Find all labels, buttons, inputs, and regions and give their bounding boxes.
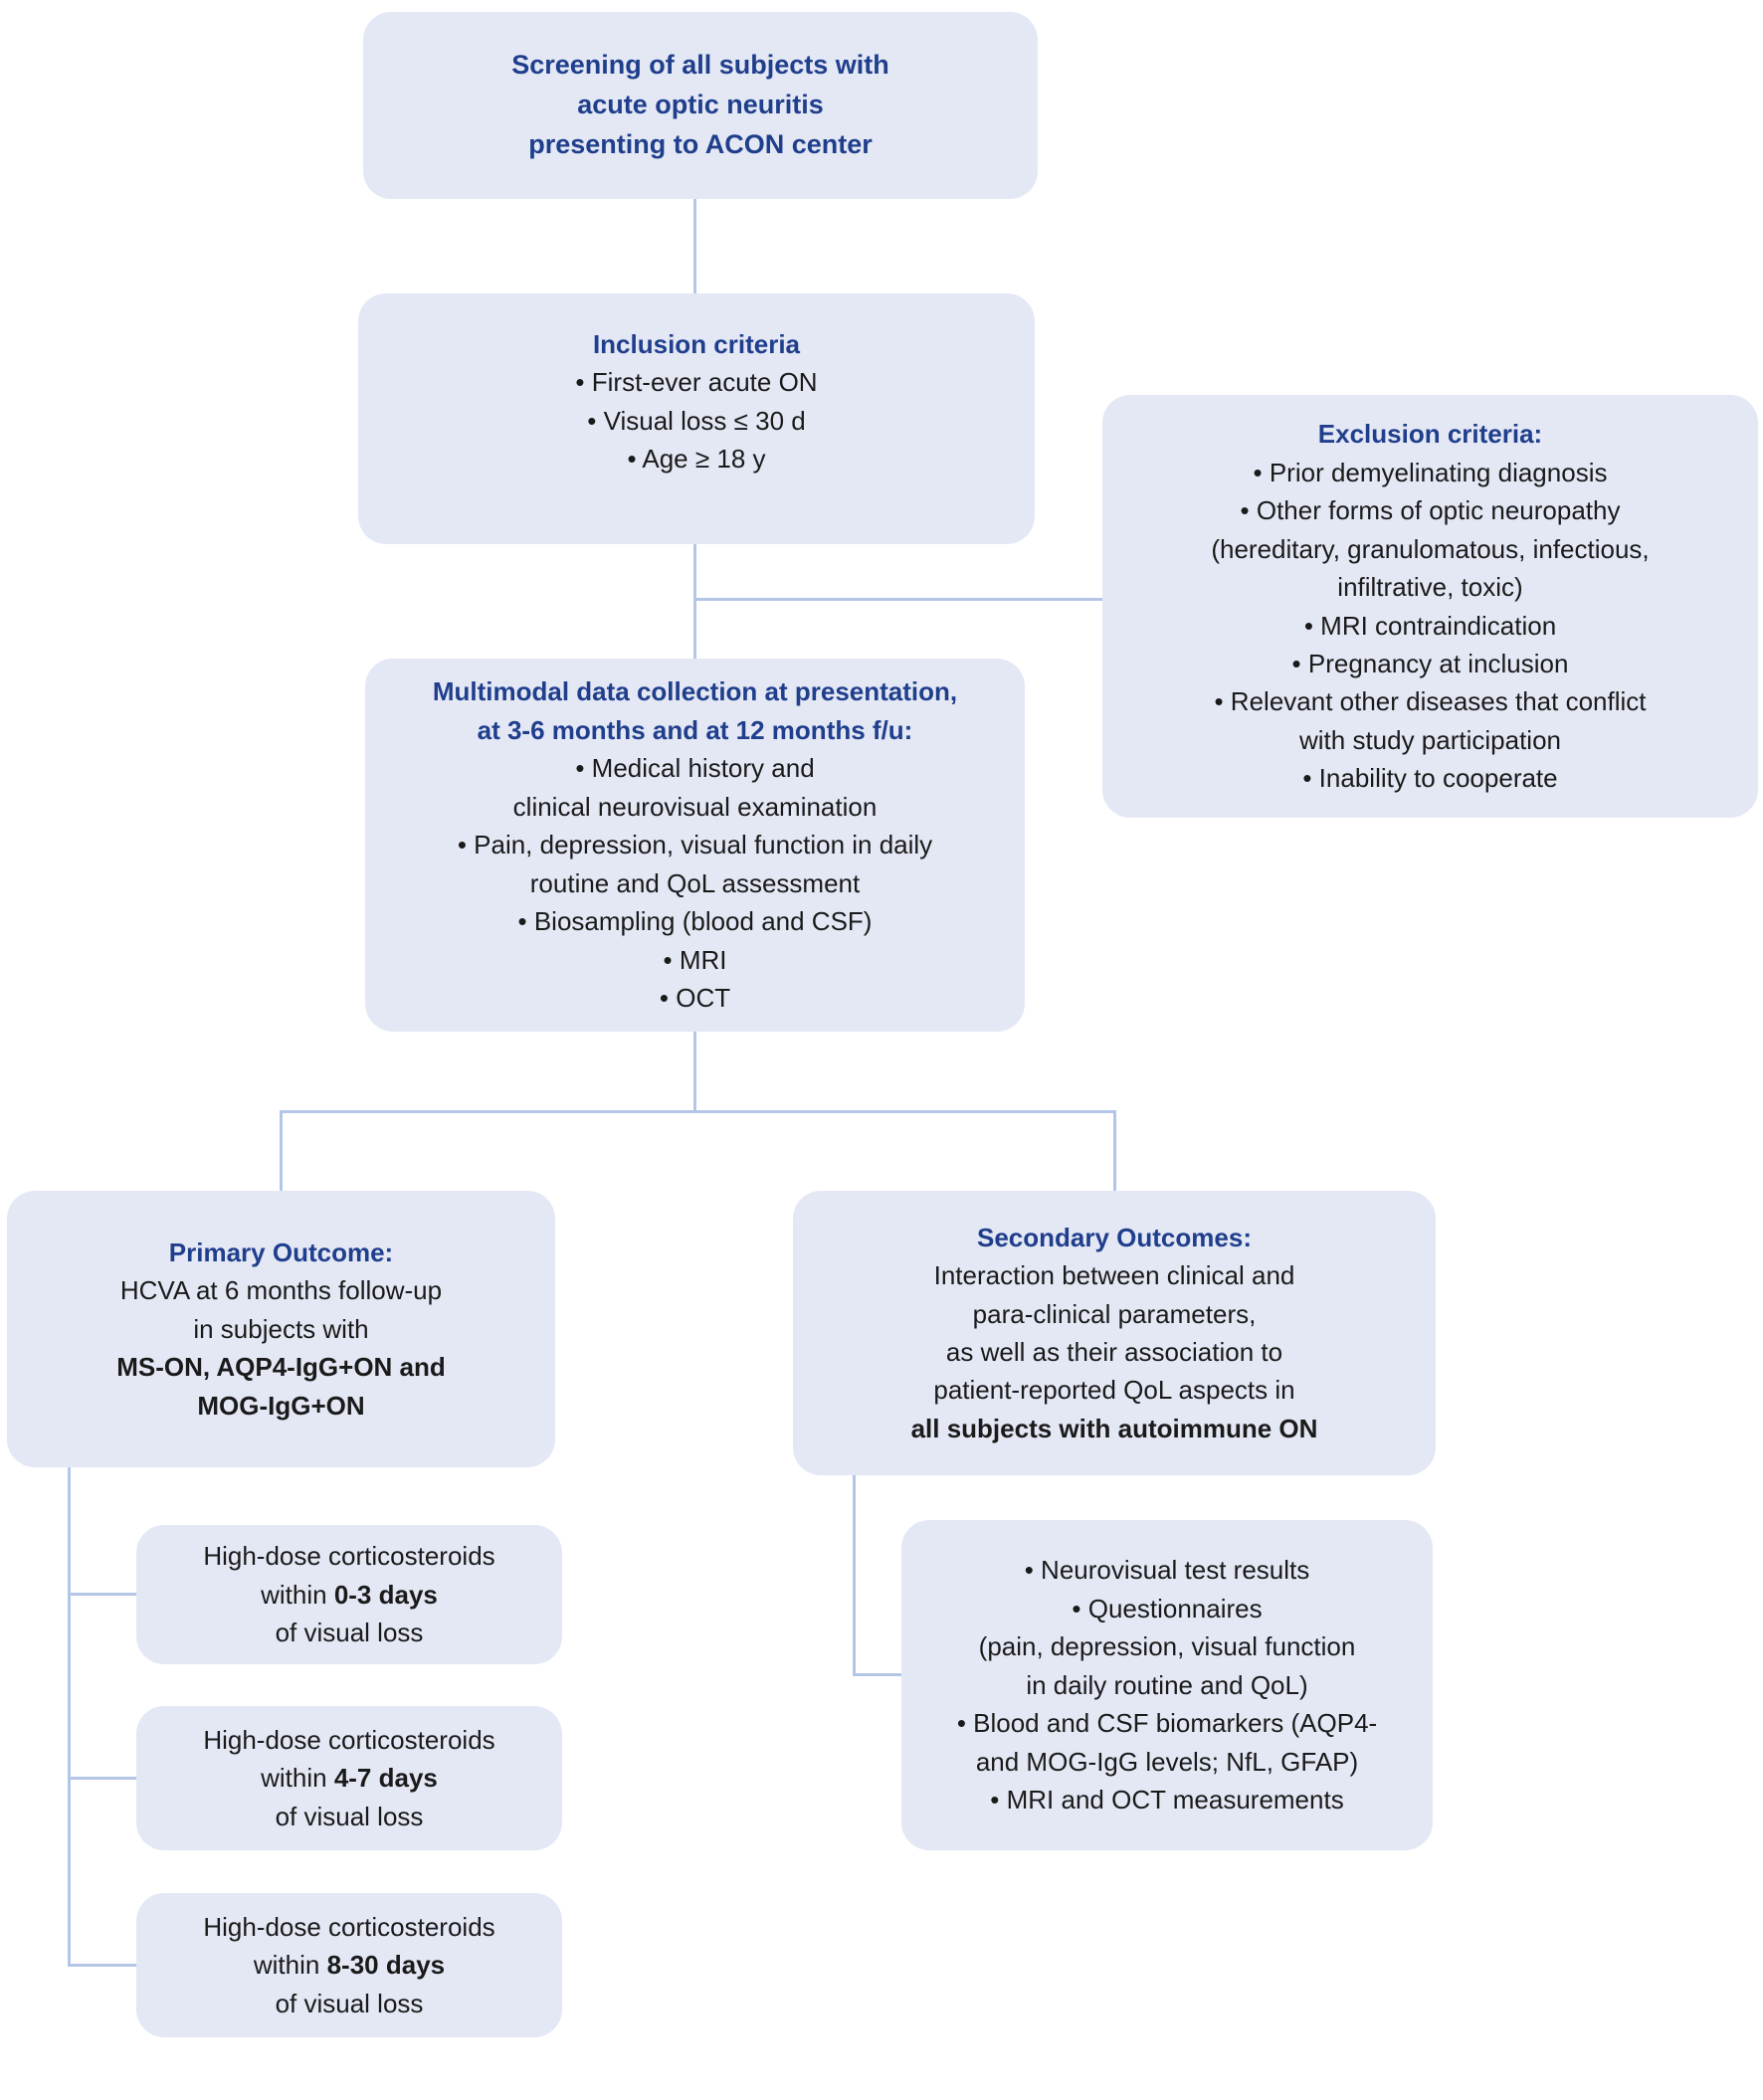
screening-text: Screening of all subjects with acute opt… bbox=[511, 50, 889, 159]
steroids-0-3-line3: of visual loss bbox=[275, 1618, 424, 1648]
steroids-4-7-days-box: High-dose corticosteroids within 4-7 day… bbox=[136, 1706, 562, 1850]
screening-box: Screening of all subjects with acute opt… bbox=[363, 12, 1038, 199]
secondary-outcomes-text: Interaction between clinical and para-cl… bbox=[933, 1260, 1295, 1406]
connector-drop-to-primary bbox=[280, 1110, 283, 1191]
connector-secondary-to-measures bbox=[853, 1673, 901, 1676]
steroids-4-7-line1: High-dose corticosteroids bbox=[203, 1724, 495, 1755]
connector-collection-to-split bbox=[693, 1032, 696, 1112]
connector-primary-trunk bbox=[68, 1467, 71, 1967]
primary-outcome-box: Primary Outcome: HCVA at 6 months follow… bbox=[7, 1191, 555, 1467]
secondary-outcomes-population: all subjects with autoimmune ON bbox=[910, 1413, 1318, 1443]
connector-secondary-down bbox=[853, 1475, 856, 1676]
primary-outcome-text: HCVA at 6 months follow-up in subjects w… bbox=[119, 1275, 443, 1344]
secondary-measures-box: • Neurovisual test results • Questionnai… bbox=[901, 1520, 1433, 1850]
secondary-outcomes-title: Secondary Outcomes: bbox=[977, 1222, 1252, 1252]
connector-branch-to-exclusion bbox=[693, 598, 1102, 601]
steroids-0-3-line1: High-dose corticosteroids bbox=[203, 1541, 495, 1572]
inclusion-criteria-list: • First-ever acute ON • Visual loss ≤ 30… bbox=[575, 367, 818, 474]
steroids-0-3-days-box: High-dose corticosteroids within 0-3 day… bbox=[136, 1525, 562, 1664]
steroids-8-30-line3: of visual loss bbox=[275, 1988, 424, 2018]
exclusion-criteria-title: Exclusion criteria: bbox=[1317, 419, 1543, 450]
inclusion-criteria-title: Inclusion criteria bbox=[592, 328, 801, 359]
connector-split-spreader bbox=[280, 1110, 1116, 1113]
steroids-8-30-days-box: High-dose corticosteroids within 8-30 da… bbox=[136, 1893, 562, 2037]
connector-screening-to-inclusion bbox=[693, 199, 696, 293]
steroids-8-30-line1: High-dose corticosteroids bbox=[203, 1911, 495, 1942]
connector-stub-4-7-days bbox=[68, 1777, 137, 1780]
data-collection-list: • Medical history and clinical neurovisu… bbox=[457, 753, 933, 1014]
steroids-4-7-line3: of visual loss bbox=[275, 1801, 424, 1831]
exclusion-criteria-list: • Prior demyelinating diagnosis • Other … bbox=[1211, 457, 1650, 794]
primary-outcome-groups: MS-ON, AQP4-IgG+ON and MOG-IgG+ON bbox=[116, 1352, 446, 1421]
secondary-outcomes-box: Secondary Outcomes: Interaction between … bbox=[793, 1191, 1436, 1475]
data-collection-title: Multimodal data collection at presentati… bbox=[432, 676, 958, 745]
steroids-4-7-line2: within 4-7 days bbox=[261, 1763, 438, 1794]
inclusion-criteria-box: Inclusion criteria • First-ever acute ON… bbox=[358, 293, 1035, 544]
connector-drop-to-secondary bbox=[1113, 1110, 1116, 1191]
exclusion-criteria-box: Exclusion criteria: • Prior demyelinatin… bbox=[1102, 395, 1758, 818]
steroids-0-3-line2: within 0-3 days bbox=[261, 1579, 438, 1610]
connector-inclusion-to-collection bbox=[693, 544, 696, 659]
connector-stub-0-3-days bbox=[68, 1593, 137, 1596]
secondary-measures-list: • Neurovisual test results • Questionnai… bbox=[956, 1555, 1378, 1815]
primary-outcome-title: Primary Outcome: bbox=[168, 1237, 394, 1267]
data-collection-box: Multimodal data collection at presentati… bbox=[365, 659, 1025, 1032]
connector-stub-8-30-days bbox=[68, 1964, 137, 1967]
steroids-8-30-line2: within 8-30 days bbox=[253, 1950, 446, 1981]
